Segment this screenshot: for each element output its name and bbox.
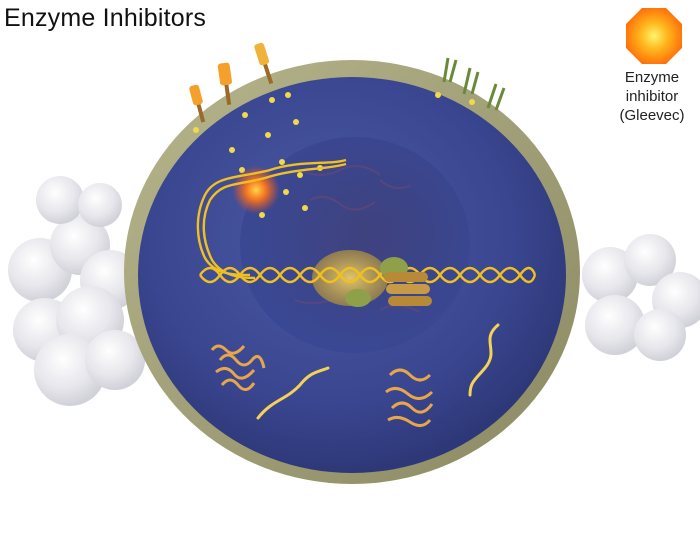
mrna-strands: [256, 323, 500, 420]
background-cells-left: [8, 176, 145, 406]
page-title: Enzyme Inhibitors: [4, 4, 207, 32]
transcription-complex: [345, 257, 432, 307]
protein-structure-right: [385, 368, 434, 427]
dna-helix: [196, 158, 537, 284]
legend-label: Enzyme inhibitor (Gleevec): [619, 69, 685, 124]
enzyme-inhibitor-legend-icon: [626, 8, 682, 64]
nucleolus: [312, 250, 388, 306]
background-cells-right: [582, 234, 700, 361]
receptor-proteins-right: [442, 57, 506, 111]
receptor-proteins-left: [189, 42, 274, 123]
protein-structure-left: [210, 344, 266, 391]
